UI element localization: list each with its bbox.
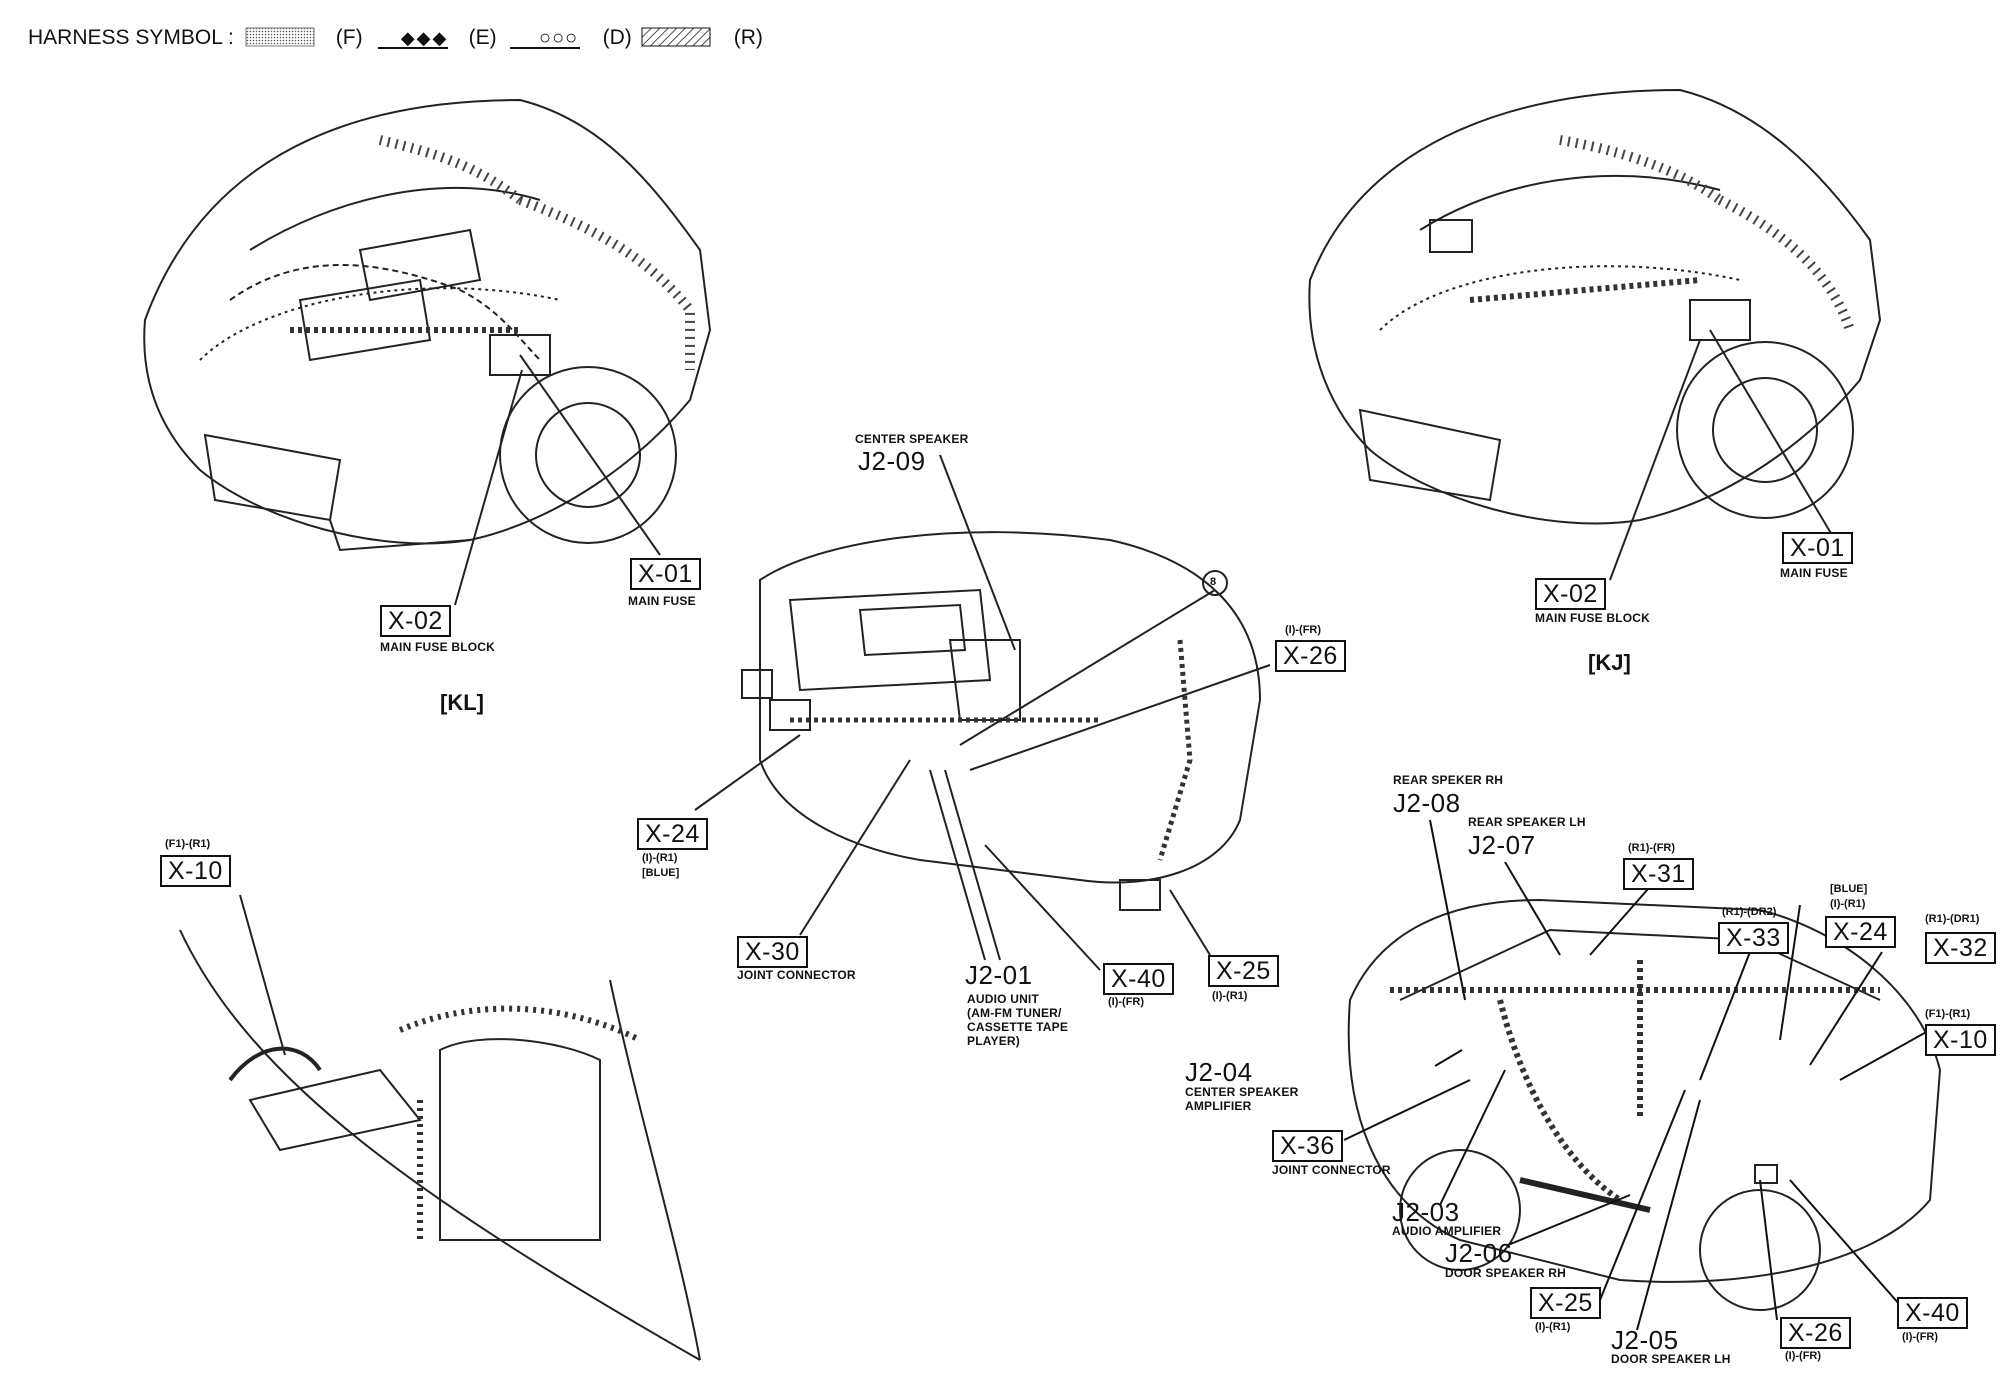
center-speaker-amp-code: J2-04 xyxy=(1185,1057,1253,1087)
connector-x30-desc: JOINT CONNECTOR xyxy=(737,968,856,982)
engine-bay-kl-drawing xyxy=(143,98,712,606)
connector-x10-ll-sub: (F1)-(R1) xyxy=(165,838,211,850)
connector-x24-car-color: [BLUE] xyxy=(1830,883,1868,895)
connector-x32-sub: (R1)-(DR1) xyxy=(1925,913,1980,925)
connector-x01-kj-desc: MAIN FUSE xyxy=(1780,566,1848,580)
legend-code-f: (F) xyxy=(335,26,363,49)
dashboard-drawing xyxy=(694,454,1271,971)
door-speaker-rh-desc: DOOR SPEAKER RH xyxy=(1445,1266,1567,1280)
connector-x26-car: X-26 xyxy=(1780,1317,1851,1349)
connector-x25-dash-sub: (I)-(R1) xyxy=(1212,990,1248,1002)
connector-x40-car: X-40 xyxy=(1897,1297,1968,1329)
variant-label-kj: [KJ] xyxy=(1588,650,1631,675)
variant-label-kl: [KL] xyxy=(440,690,484,715)
connector-x40-dash-sub: (I)-(FR) xyxy=(1108,996,1145,1008)
connector-x24-dash-color: [BLUE] xyxy=(642,867,680,879)
car-body-drawing xyxy=(1347,898,1942,1311)
legend-code-d: (D) xyxy=(602,26,632,49)
connector-x30: X-30 xyxy=(737,936,808,968)
connector-x33: X-33 xyxy=(1718,922,1789,954)
legend-swatch-f xyxy=(245,27,315,47)
callout-circle-8 xyxy=(1202,570,1228,596)
connector-x10-ll: X-10 xyxy=(160,855,231,887)
connector-x25-dash: X-25 xyxy=(1208,955,1279,987)
connector-x01-kl-desc: MAIN FUSE xyxy=(628,594,696,608)
rear-speaker-rh-desc: REAR SPEKER RH xyxy=(1393,773,1504,787)
connector-x32: X-32 xyxy=(1925,932,1996,964)
legend-code-e: (E) xyxy=(468,26,497,49)
center-speaker-desc: CENTER SPEAKER xyxy=(855,432,969,446)
door-speaker-rh-code: J2-06 xyxy=(1445,1238,1513,1268)
door-speaker-lh-code: J2-05 xyxy=(1611,1325,1679,1355)
connector-x36-desc: JOINT CONNECTOR xyxy=(1272,1163,1391,1177)
connector-x40-dash: X-40 xyxy=(1103,963,1174,995)
center-speaker-amp-desc: CENTER SPEAKER AMPLIFIER xyxy=(1185,1085,1299,1113)
connector-x24-car: X-24 xyxy=(1825,916,1896,948)
connector-x02-kl: X-02 xyxy=(380,605,451,637)
connector-x01-kl: X-01 xyxy=(630,558,701,590)
audio-unit-desc: AUDIO UNIT (AM-FM TUNER/ CASSETTE TAPE P… xyxy=(967,992,1069,1048)
legend-swatch-e: ◆◆◆ xyxy=(400,27,449,48)
connector-x02-kl-desc: MAIN FUSE BLOCK xyxy=(380,640,495,654)
legend-swatch-r xyxy=(641,27,711,47)
center-speaker-code: J2-09 xyxy=(858,446,926,476)
audio-unit-code: J2-01 xyxy=(965,960,1033,990)
connector-x26-dash: X-26 xyxy=(1275,640,1346,672)
connector-x10-car-sub: (F1)-(R1) xyxy=(1925,1008,1971,1020)
rear-speaker-rh-code: J2-08 xyxy=(1393,788,1461,818)
audio-amplifier-code: J2-03 xyxy=(1392,1197,1460,1227)
audio-amplifier-desc: AUDIO AMPLIFIER xyxy=(1392,1224,1502,1238)
connector-x36: X-36 xyxy=(1272,1130,1343,1162)
connector-x25-car: X-25 xyxy=(1530,1287,1601,1319)
connector-x31-sub: (R1)-(FR) xyxy=(1628,842,1676,854)
rear-speaker-lh-code: J2-07 xyxy=(1468,830,1536,860)
connector-x02-kj: X-02 xyxy=(1535,578,1606,610)
engine-bay-kj-drawing xyxy=(1308,88,1882,581)
connector-x24-dash: X-24 xyxy=(637,818,708,850)
connector-x24-dash-sub: (I)-(R1) xyxy=(642,852,678,864)
legend-swatches xyxy=(245,27,711,49)
car-leader-lines xyxy=(1343,819,1931,1331)
connector-x24-car-sub: (I)-(R1) xyxy=(1830,898,1866,910)
connector-x33-sub: (R1)-(DR2) xyxy=(1722,906,1777,918)
connector-x02-kj-desc: MAIN FUSE BLOCK xyxy=(1535,611,1650,625)
callout-8-label: 8 xyxy=(1210,576,1217,588)
rear-speaker-lh-desc: REAR SPEAKER LH xyxy=(1468,815,1586,829)
connector-x25-car-sub: (I)-(R1) xyxy=(1535,1321,1571,1333)
legend-code-r: (R) xyxy=(733,26,763,49)
connector-x40-car-sub: (I)-(FR) xyxy=(1902,1331,1939,1343)
door-speaker-lh-desc: DOOR SPEAKER LH xyxy=(1611,1352,1731,1366)
connector-x01-kj: X-01 xyxy=(1782,532,1853,564)
connector-x26-car-sub: (I)-(FR) xyxy=(1785,1350,1822,1362)
harness-symbol-legend: HARNESS SYMBOL : (F) ◆◆◆ (E) ○○○ (D) (R) xyxy=(28,24,781,52)
connector-x10-car: X-10 xyxy=(1925,1024,1996,1056)
connector-x26-dash-sub: (I)-(FR) xyxy=(1285,624,1322,636)
connector-x31: X-31 xyxy=(1623,858,1694,890)
legend-swatch-d: ○○○ xyxy=(538,26,579,49)
interior-lower-left-drawing xyxy=(179,894,701,1361)
legend-title: HARNESS SYMBOL : xyxy=(28,26,234,49)
